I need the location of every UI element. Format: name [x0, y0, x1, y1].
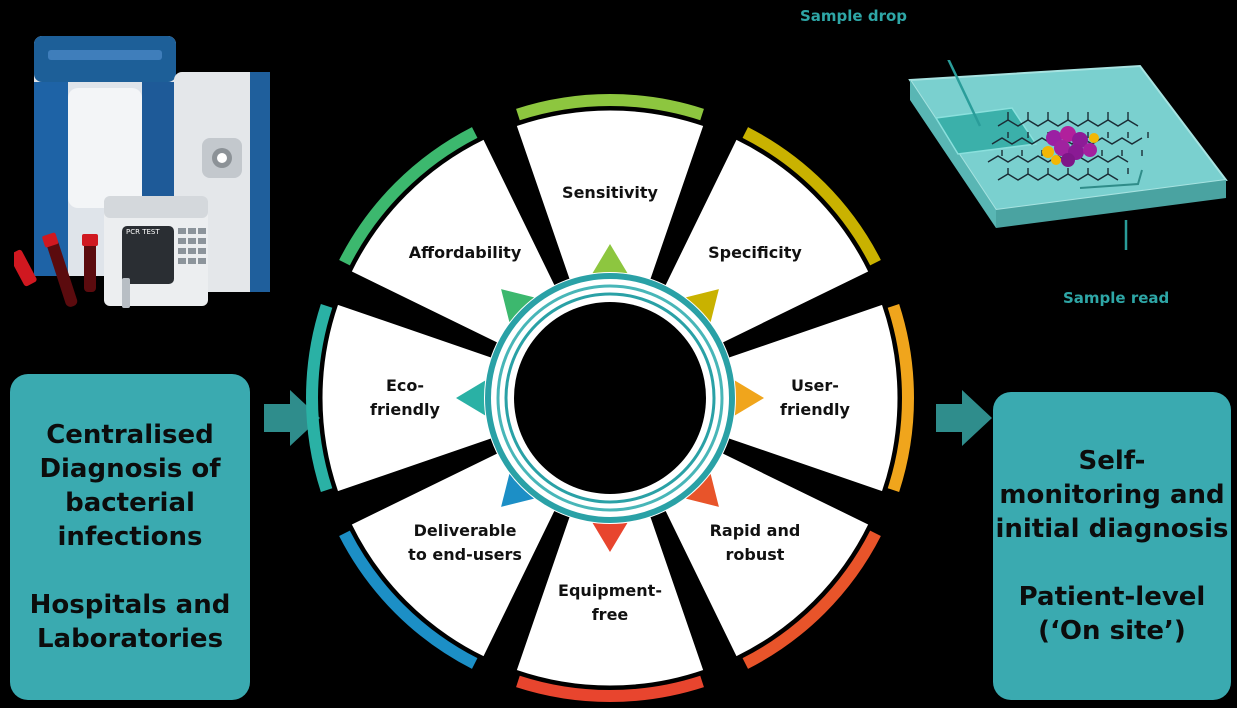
- segment-divider: [495, 507, 567, 669]
- wheel-segment-label-line: Deliverable: [413, 520, 517, 540]
- wheel-segment-label-line: free: [591, 605, 629, 624]
- gear-tooth: [685, 289, 719, 323]
- segment-divider: [719, 283, 881, 355]
- segment-divider: [495, 127, 567, 289]
- wheel-segment-label-line: Affordability: [408, 243, 522, 263]
- wheel-segment-label-line: Equipment-: [558, 581, 662, 600]
- graphene-sensor-illustration: [908, 60, 1228, 250]
- wheel-segment-label-line: Specificity: [708, 243, 802, 263]
- right-box-line: initial diagnosis: [995, 514, 1229, 544]
- segment-divider: [339, 283, 501, 355]
- wheel-segment-label: Equipment-free: [558, 579, 662, 627]
- right-box-line: Patient-level: [1018, 582, 1206, 612]
- self-monitoring-box: Self- monitoring and initial diagnosis P…: [993, 392, 1231, 700]
- left-box-line: infections: [57, 522, 203, 552]
- device-screen-text: PCR TEST: [126, 228, 160, 236]
- inner-ring-middle: [496, 284, 724, 512]
- inner-ring-inner: [504, 292, 716, 504]
- wheel-segment-label-line: to end-users: [408, 544, 522, 564]
- sample-drop-pointer: [947, 60, 982, 127]
- left-box-line: Laboratories: [36, 624, 224, 654]
- blood-tubes: [14, 232, 130, 308]
- segment-color-band: [339, 530, 478, 669]
- gear-tooth: [456, 380, 486, 416]
- left-box-line: Diagnosis of: [39, 454, 221, 484]
- gear-tooth: [734, 380, 764, 416]
- wheel-segment-label: User-friendly: [780, 374, 850, 422]
- wheel-segment-label-line: User-: [791, 376, 839, 395]
- lab-equipment-illustration: PCR TEST: [14, 36, 270, 308]
- gear-tooth: [501, 289, 535, 323]
- wheel-segment-label-line: friendly: [370, 400, 440, 419]
- segment-color-band: [742, 530, 881, 669]
- segment-color-band: [516, 675, 704, 702]
- gear-tooth: [592, 244, 628, 274]
- wheel-segment-label: Specificity: [708, 241, 802, 265]
- segment-divider: [719, 441, 881, 513]
- segment-color-band: [339, 127, 478, 266]
- left-box-line: Hospitals and: [29, 590, 231, 620]
- segment-color-band: [887, 304, 914, 492]
- segment-divider: [653, 127, 725, 289]
- sample-read-label: Sample read: [1063, 289, 1170, 307]
- wheel-segment-label-line: Eco-: [385, 376, 425, 395]
- left-box-line: bacterial: [65, 488, 195, 518]
- wheel-hub: [514, 302, 706, 494]
- gear-tooth: [592, 522, 628, 552]
- sample-drop-label: Sample drop: [800, 7, 908, 25]
- centralised-diagnosis-box: Centralised Diagnosis of bacterial infec…: [10, 374, 250, 700]
- sample-drop-area: [934, 107, 1038, 155]
- segment-divider: [339, 441, 501, 513]
- wheel-segment-label-line: Sensitivity: [562, 183, 658, 202]
- segment-divider: [653, 507, 725, 669]
- wheel-segment-label: Deliverable to end-users: [408, 519, 522, 567]
- right-box-line: (‘On site’): [1038, 616, 1186, 646]
- right-flow-arrow: [936, 390, 992, 446]
- right-box-line: monitoring and: [999, 480, 1225, 510]
- inner-ring-outer: [485, 273, 735, 523]
- wheel-segment-label-line: Rapid and: [709, 520, 801, 540]
- left-flow-arrow: [264, 390, 320, 446]
- segment-color-band: [516, 93, 704, 121]
- wheel-segment-label-line: robust: [725, 544, 785, 564]
- requirements-wheel: [306, 93, 914, 702]
- wheel-segment-label: Rapid and robust: [710, 519, 801, 567]
- right-box-line: Self-: [1078, 446, 1146, 476]
- wheel-segment-label: Eco-friendly: [370, 374, 440, 422]
- wheel-segment-label: Sensitivity: [562, 181, 658, 205]
- wheel-segment-label-line: friendly: [780, 400, 850, 419]
- gear-tooth: [501, 473, 535, 507]
- left-box-line: Centralised: [46, 420, 214, 450]
- segment-color-band: [742, 127, 881, 266]
- segment-color-band: [306, 304, 333, 492]
- bacteria-cluster: [1042, 126, 1099, 167]
- gear-tooth: [685, 473, 719, 507]
- wheel-segment-label: Affordability: [409, 241, 521, 265]
